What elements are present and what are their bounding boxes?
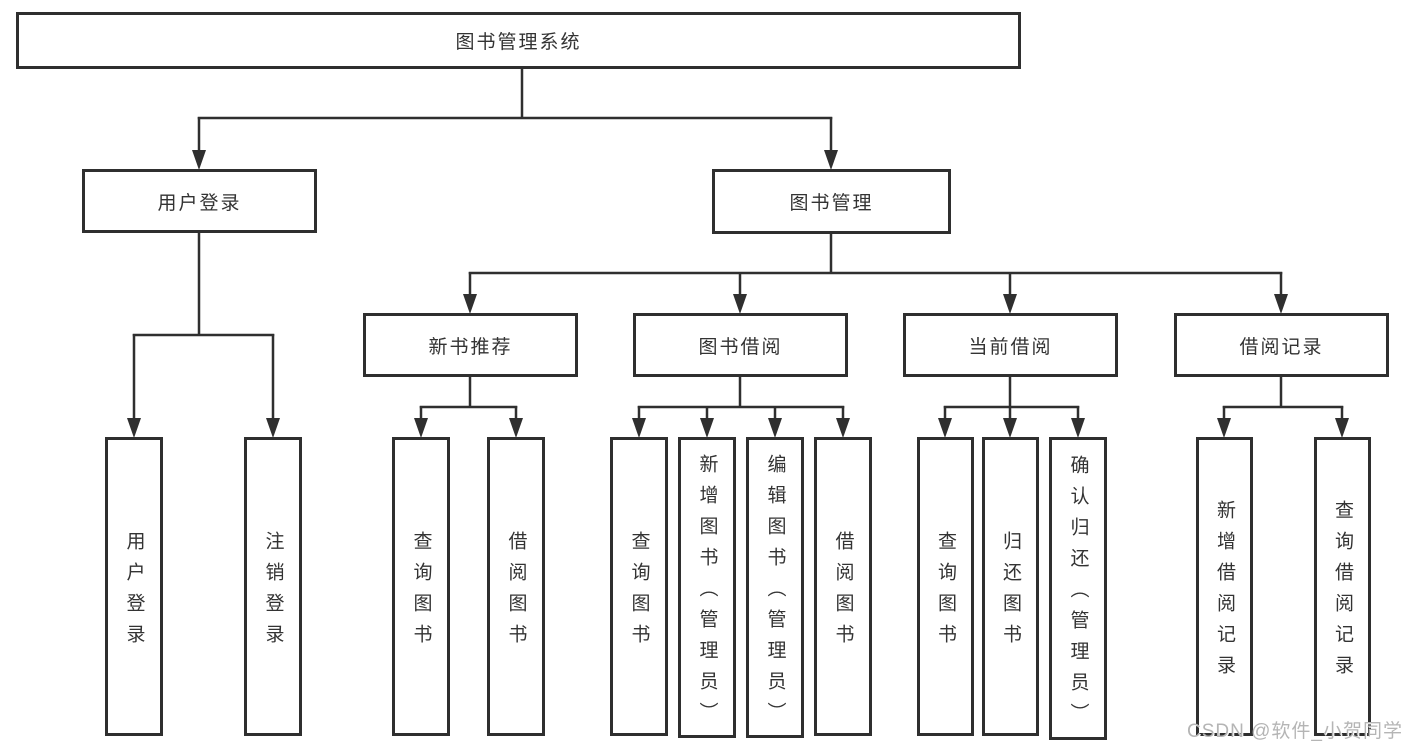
node-label: 新增借阅记录 xyxy=(1214,499,1235,686)
node-label: 确认归还（管理员） xyxy=(1067,455,1089,734)
leaf-records-query-record: 查询借阅记录 xyxy=(1314,437,1371,736)
node-library-system: 图书管理系统 xyxy=(16,12,1021,69)
node-label: 图书管理系统 xyxy=(455,32,582,53)
leaf-borrow-borrow-books: 借阅图书 xyxy=(814,437,872,736)
node-label: 用户登录 xyxy=(157,192,242,214)
node-label: 注销登录 xyxy=(262,530,284,655)
node-label: 归还图书 xyxy=(1000,530,1021,655)
node-label: 查询图书 xyxy=(935,530,956,655)
node-new-book-recommend: 新书推荐 xyxy=(363,313,578,377)
csdn-watermark: CSDN @软件_小贺同学 xyxy=(1187,721,1403,742)
node-label: 编辑图书（管理员） xyxy=(764,454,786,733)
node-label: 借阅图书 xyxy=(832,530,854,655)
leaf-borrow-add-books-admin: 新增图书（管理员） xyxy=(678,437,736,738)
leaf-current-query-books: 查询图书 xyxy=(917,437,974,736)
node-label: 新书推荐 xyxy=(428,336,513,358)
node-label: 查询借阅记录 xyxy=(1332,499,1353,686)
leaf-newbook-borrow-books: 借阅图书 xyxy=(487,437,545,736)
node-label: 查询图书 xyxy=(410,530,432,655)
leaf-borrow-query-books: 查询图书 xyxy=(610,437,668,736)
node-label: 新增图书（管理员） xyxy=(696,454,718,733)
node-label: 借阅记录 xyxy=(1239,336,1324,358)
node-borrowing-records: 借阅记录 xyxy=(1174,313,1389,377)
node-user-login: 用户登录 xyxy=(82,169,317,233)
node-current-borrowing: 当前借阅 xyxy=(903,313,1118,377)
leaf-records-add-record: 新增借阅记录 xyxy=(1196,437,1253,736)
leaf-newbook-query-books: 查询图书 xyxy=(392,437,450,736)
node-label: 图书管理 xyxy=(789,193,874,214)
leaf-borrow-edit-books-admin: 编辑图书（管理员） xyxy=(746,437,804,738)
leaf-current-confirm-return-admin: 确认归还（管理员） xyxy=(1049,437,1107,740)
node-label: 用户登录 xyxy=(123,530,145,655)
leaf-user-login: 用户登录 xyxy=(105,437,163,736)
node-label: 当前借阅 xyxy=(968,336,1053,358)
node-book-management: 图书管理 xyxy=(712,169,951,234)
node-label: 查询图书 xyxy=(628,530,650,655)
node-book-borrowing: 图书借阅 xyxy=(633,313,848,377)
node-label: 借阅图书 xyxy=(505,530,527,655)
leaf-current-return-books: 归还图书 xyxy=(982,437,1039,736)
leaf-logout: 注销登录 xyxy=(244,437,302,736)
node-label: 图书借阅 xyxy=(698,336,783,358)
